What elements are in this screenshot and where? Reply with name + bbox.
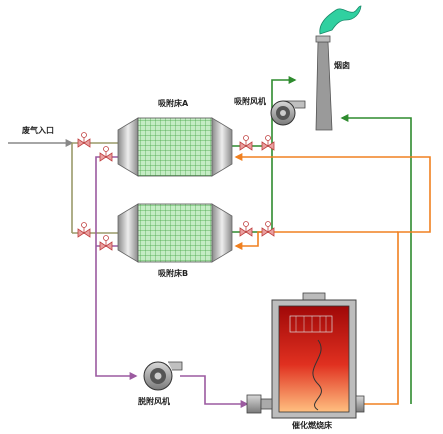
adsorption-fan-label: 吸附风机 bbox=[234, 97, 266, 106]
valve-icon[interactable] bbox=[99, 235, 113, 251]
fan-icon[interactable] bbox=[143, 361, 183, 391]
hot-air-piping bbox=[234, 153, 431, 405]
catalytic-bed-label: 催化燃烧床 bbox=[292, 421, 332, 430]
valve-icon[interactable] bbox=[239, 135, 253, 151]
valve-icon[interactable] bbox=[261, 221, 275, 237]
chimney-icon bbox=[315, 35, 333, 131]
desorption-fan-label: 脱附风机 bbox=[138, 397, 170, 406]
valve-icon[interactable] bbox=[77, 132, 91, 148]
valve-icon[interactable] bbox=[77, 222, 91, 238]
fan-icon[interactable] bbox=[270, 100, 306, 126]
valves bbox=[77, 132, 275, 251]
valve-icon[interactable] bbox=[239, 221, 253, 237]
inlet-label: 废气入口 bbox=[22, 126, 54, 135]
adsorption-bed-b[interactable] bbox=[117, 203, 233, 263]
catalytic-furnace-icon[interactable] bbox=[246, 292, 365, 419]
valve-icon[interactable] bbox=[261, 135, 275, 151]
chimney-label: 烟囱 bbox=[334, 61, 350, 70]
bed-a-label: 吸附床A bbox=[158, 99, 189, 108]
smoke-icon bbox=[319, 5, 362, 35]
bed-b-label: 吸附床B bbox=[158, 269, 189, 278]
valve-icon[interactable] bbox=[99, 146, 113, 162]
adsorption-bed-a[interactable] bbox=[117, 117, 233, 177]
